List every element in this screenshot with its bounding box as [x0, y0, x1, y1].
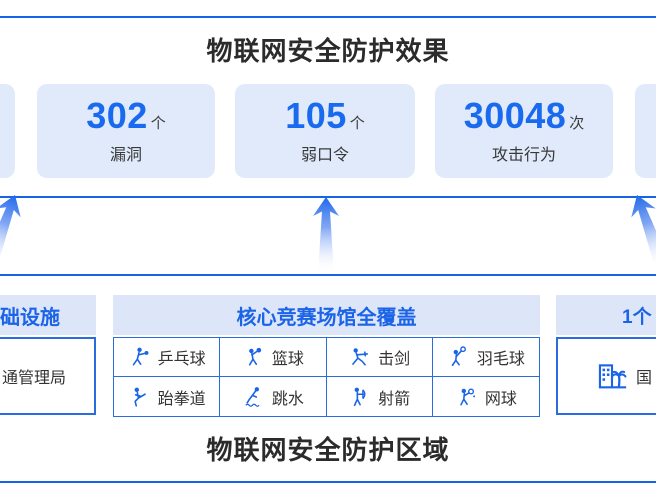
badminton-icon [447, 346, 469, 368]
table-tennis-icon [128, 347, 149, 368]
panel-item-label: 通管理局 [2, 370, 67, 387]
panel-item-management-bureau: 通管理局 [0, 337, 96, 415]
page-title-top: 物联网安全防护效果 [206, 36, 450, 66]
up-arrow-icon [618, 188, 656, 275]
panel-header-label: 核心竞赛场馆全覆盖 [236, 306, 417, 329]
stat-label: 弱口令 [300, 146, 349, 164]
basketball-icon [242, 347, 261, 368]
panel-header-infrastructure: 础设施 [0, 295, 96, 335]
venue-label: 篮球 [271, 351, 304, 368]
building-icon [598, 364, 627, 389]
venue-cell-fencing: 击剑 [326, 338, 433, 377]
venue-cell-tennis: 网球 [433, 377, 539, 416]
stat-unit: 次 [569, 114, 585, 132]
panel-header-venues: 核心竞赛场馆全覆盖 [113, 295, 540, 335]
venue-label: 跆拳道 [157, 390, 206, 408]
panel-header-label: 1个 [622, 306, 652, 328]
venue-cell-badminton: 羽毛球 [432, 338, 539, 377]
panel-header-right: 1个 [556, 295, 656, 335]
taekwondo-icon [128, 387, 150, 408]
stat-value-row: 30048 次 [463, 94, 585, 136]
panel-item-national: 国 [556, 337, 656, 415]
page-title-bottom: 物联网安全防护区域 [206, 435, 450, 465]
panel-item-label: 国 [636, 370, 653, 387]
stat-label: 攻击行为 [491, 146, 556, 164]
bottom-divider-line [0, 481, 656, 483]
venue-cell-table-tennis: 乒乓球 [114, 338, 221, 377]
stat-unit: 个 [349, 114, 365, 132]
top-divider-line [0, 16, 656, 18]
up-arrow-icon [306, 197, 346, 275]
venue-label: 网球 [484, 390, 517, 408]
stat-label: 漏洞 [109, 146, 142, 164]
arrow-band-bottom-line [0, 274, 656, 276]
stat-number: 30048 [463, 94, 567, 136]
venue-cell-diving: 跳水 [220, 377, 327, 416]
diving-icon [242, 386, 264, 408]
venue-label: 射箭 [378, 390, 411, 408]
stat-card-attacks: 30048 次 攻击行为 [435, 84, 613, 178]
stat-value-row: 302 个 [86, 94, 166, 136]
panel-header-label: 础设施 [0, 306, 60, 329]
venue-label: 击剑 [378, 351, 411, 368]
stat-value-row: 105 个 [285, 94, 365, 136]
stat-number: 105 [285, 94, 347, 136]
fencing-icon [348, 348, 370, 368]
stat-card-partial-right [635, 84, 656, 178]
up-arrow-icon [0, 188, 34, 275]
venue-cell-archery: 射箭 [327, 377, 433, 416]
stat-card-vulnerabilities: 302 个 漏洞 [37, 84, 215, 178]
stat-card-partial-left [0, 84, 15, 178]
archery-icon [348, 387, 370, 408]
venue-cell-taekwondo: 跆拳道 [114, 377, 221, 416]
stat-unit: 个 [150, 114, 166, 132]
venue-label: 乒乓球 [157, 351, 206, 368]
venues-grid: 乒乓球 篮球 击剑 羽毛球 [113, 337, 540, 417]
venue-label: 跳水 [271, 390, 304, 408]
stat-card-weak-passwords: 105 个 弱口令 [235, 84, 415, 178]
stat-number: 302 [86, 94, 148, 136]
tennis-icon [455, 386, 475, 408]
panel-item-content: 国 [594, 359, 652, 393]
venue-cell-basketball: 篮球 [220, 338, 327, 377]
venue-label: 羽毛球 [476, 351, 525, 368]
arrow-band-top-line [0, 196, 656, 198]
